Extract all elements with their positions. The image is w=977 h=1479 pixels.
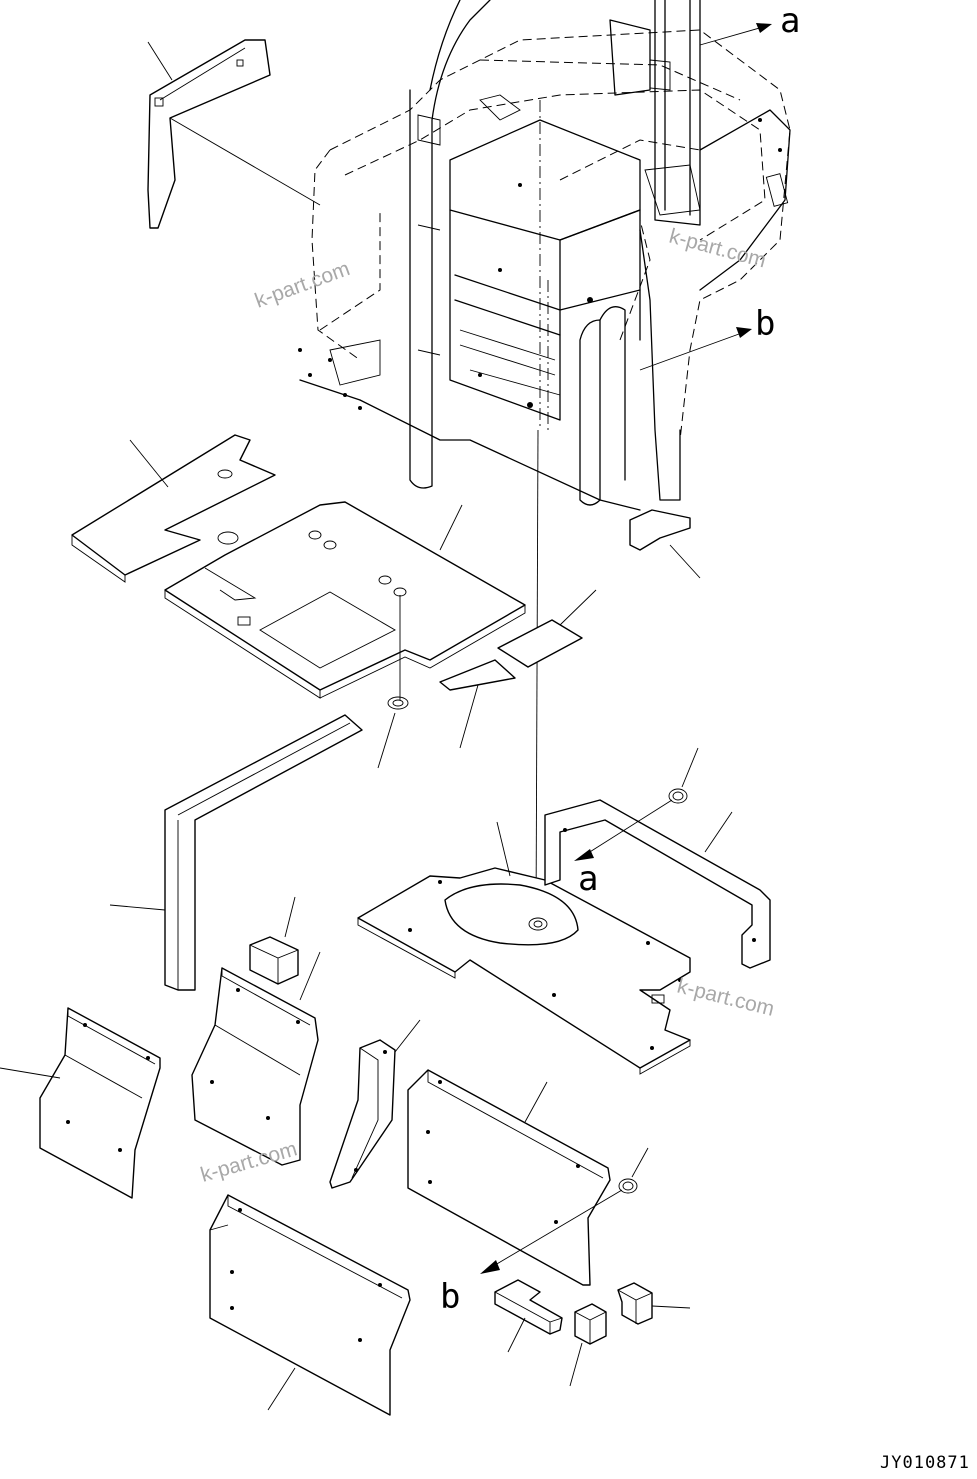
floor-plate-right	[629, 509, 701, 579]
watermark-2: k-part.com	[667, 225, 769, 273]
rubber-block-l	[494, 1279, 563, 1353]
u-bracket	[544, 799, 771, 969]
watermark-3: k-part.com	[675, 975, 777, 1021]
callout-label-b-top: b	[755, 304, 775, 344]
seat-base-plate	[357, 821, 691, 1075]
floor-mat-left	[71, 434, 276, 583]
bent-trim-bar	[109, 714, 363, 991]
small-block	[249, 896, 299, 985]
seat-side-panel	[191, 951, 321, 1166]
small-pad-square	[497, 589, 597, 668]
cab-frame	[298, 0, 791, 511]
drawing-code: JY010871	[880, 1453, 970, 1473]
center-axis-line	[535, 100, 549, 921]
grommet-back	[480, 1147, 649, 1274]
grommet-lower	[377, 696, 409, 769]
bottom-cover-panel	[209, 1194, 411, 1416]
callout-arrows-top	[639, 23, 772, 371]
callout-label-a-top: a	[780, 1, 800, 41]
rubber-block-cube	[569, 1303, 607, 1387]
side-bracket	[329, 1019, 421, 1189]
rear-panel-part	[147, 39, 321, 229]
rubber-block-step	[617, 1282, 691, 1325]
back-cover-panel	[407, 1069, 611, 1286]
callout-label-a-bottom: a	[578, 859, 598, 899]
small-pad-triangle	[439, 659, 516, 749]
left-cover-panel	[0, 1007, 161, 1199]
floor-mat-main	[164, 501, 526, 700]
watermark-1: k-part.com	[252, 257, 353, 313]
callout-label-b-bottom: b	[440, 1277, 460, 1317]
grommet-right	[574, 747, 699, 861]
